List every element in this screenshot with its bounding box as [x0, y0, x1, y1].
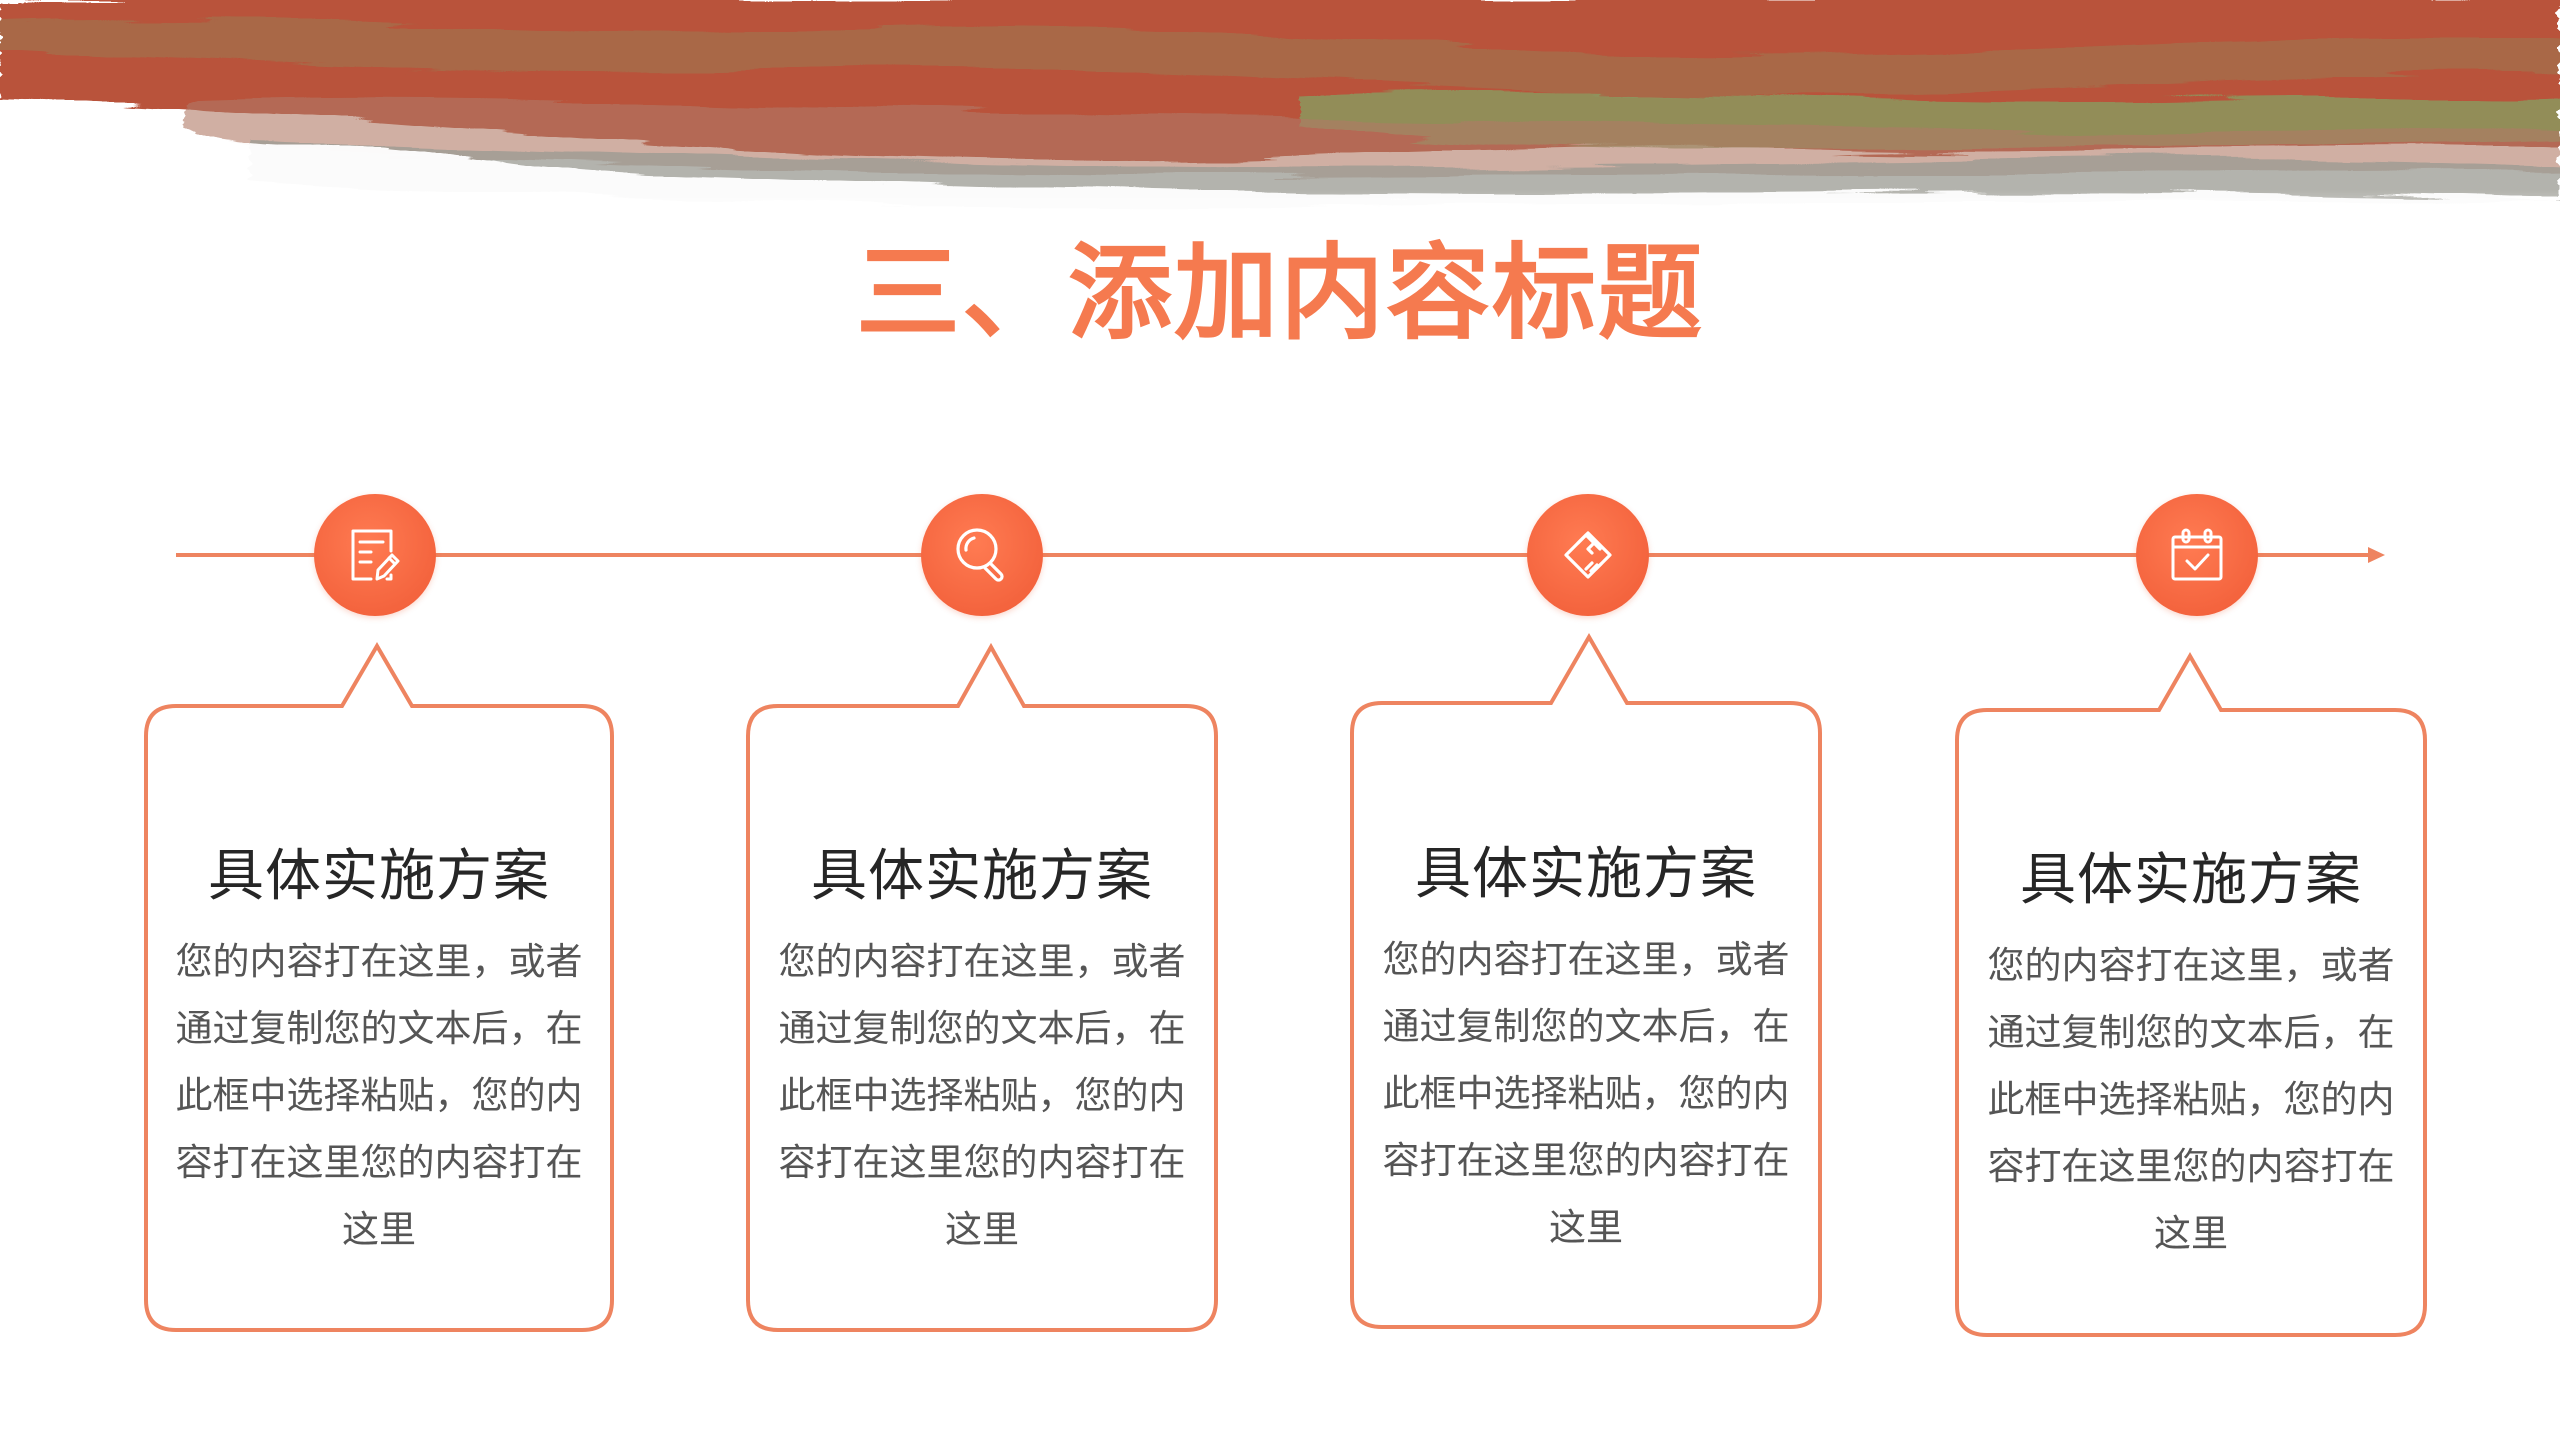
document-edit-icon: [351, 529, 400, 581]
painted-banner: [0, 0, 2560, 250]
handshake-icon: [1564, 531, 1612, 579]
step-card-4: 具体实施方案 您的内容打在这里，或者通过复制您的文本后，在此框中选择粘贴，您的内…: [1976, 846, 2406, 1267]
step-3-icon-badge: [1527, 494, 1649, 616]
step-card-1: 具体实施方案 您的内容打在这里，或者通过复制您的文本后，在此框中选择粘贴，您的内…: [164, 842, 594, 1263]
step-4-icon-badge: [2136, 494, 2258, 616]
step-1-icon-badge: [314, 494, 436, 616]
step-2-icon-badge: [921, 494, 1043, 616]
step-card-3: 具体实施方案 您的内容打在这里，或者通过复制您的文本后，在此框中选择粘贴，您的内…: [1371, 840, 1801, 1261]
card-heading: 具体实施方案: [208, 844, 550, 909]
banner-brushstroke-graphic: [0, 0, 2560, 250]
card-heading: 具体实施方案: [1415, 842, 1757, 907]
card-heading: 具体实施方案: [811, 844, 1153, 909]
slide-title: 三、添加内容标题: [855, 232, 1704, 354]
magnifier-icon: [956, 528, 1004, 582]
timeline-arrow-icon: [2368, 547, 2385, 563]
card-body-text: 您的内容打在这里，或者通过复制您的文本后，在此框中选择粘贴，您的内容打在这里您的…: [175, 940, 583, 1251]
card-body-text: 您的内容打在这里，或者通过复制您的文本后，在此框中选择粘贴，您的内容打在这里您的…: [1382, 938, 1790, 1249]
card-body-text: 您的内容打在这里，或者通过复制您的文本后，在此框中选择粘贴，您的内容打在这里您的…: [1987, 944, 2395, 1255]
card-body-text: 您的内容打在这里，或者通过复制您的文本后，在此框中选择粘贴，您的内容打在这里您的…: [778, 940, 1186, 1251]
calendar-check-icon: [2171, 528, 2223, 581]
step-card-2: 具体实施方案 您的内容打在这里，或者通过复制您的文本后，在此框中选择粘贴，您的内…: [767, 842, 1197, 1263]
card-heading: 具体实施方案: [2020, 848, 2362, 913]
